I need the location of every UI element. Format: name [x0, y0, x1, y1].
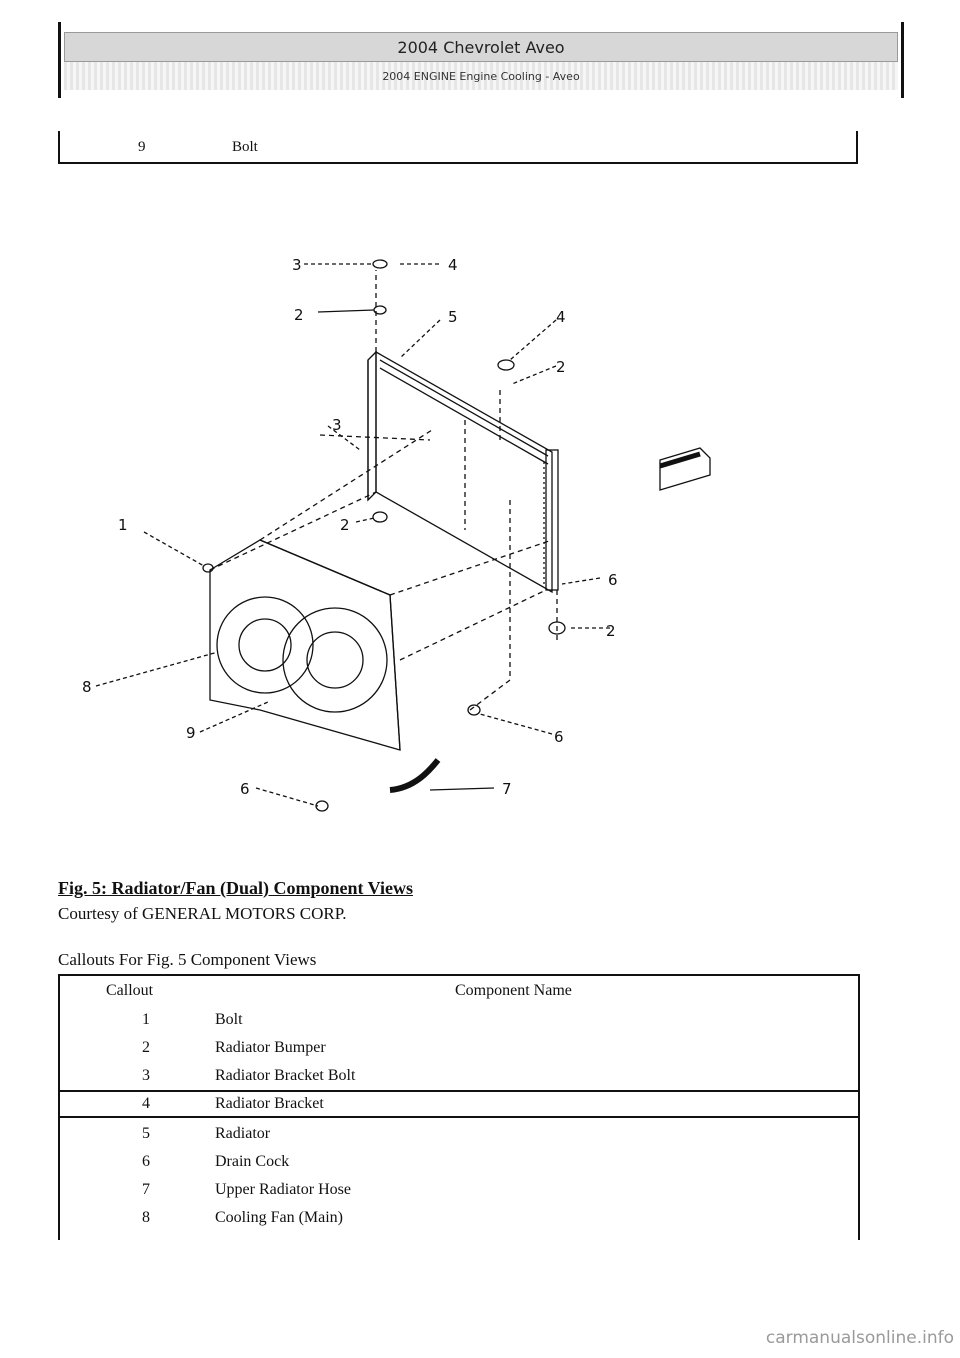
label-9: 9 — [186, 724, 196, 742]
row-callout: 1 — [142, 1011, 150, 1028]
assembly-lines — [209, 270, 558, 711]
row-name: Upper Radiator Hose — [215, 1181, 351, 1198]
row-name: Cooling Fan (Main) — [215, 1209, 343, 1226]
table-row: 7 Upper Radiator Hose — [60, 1176, 858, 1204]
courtesy-line: Courtesy of GENERAL MOTORS CORP. — [58, 904, 347, 923]
row-callout: 4 — [142, 1095, 150, 1112]
row-callout: 8 — [142, 1209, 150, 1226]
row-callout: 7 — [142, 1181, 150, 1198]
row-callout: 6 — [142, 1153, 150, 1170]
fragment-callout: 9 — [138, 139, 146, 155]
document-subtitle: 2004 ENGINE Engine Cooling - Aveo — [64, 62, 898, 90]
hardware-drawing — [202, 259, 711, 812]
label-3b: 3 — [332, 416, 342, 434]
document-title: 2004 Chevrolet Aveo — [64, 32, 898, 62]
callout-table: Callout Component Name 1 Bolt 2 Radiator… — [58, 974, 860, 1240]
callout-labels: 1 2 2 2 2 3 3 4 4 5 6 6 6 7 8 9 — [82, 256, 618, 798]
table-header: Callout Component Name — [60, 982, 858, 1004]
page-header: 2004 Chevrolet Aveo 2004 ENGINE Engine C… — [58, 22, 904, 98]
label-7: 7 — [502, 780, 512, 798]
label-6c: 6 — [240, 780, 250, 798]
row-callout: 3 — [142, 1067, 150, 1084]
previous-table-fragment: 9 Bolt — [58, 131, 858, 164]
header-component-name: Component Name — [455, 982, 572, 999]
callout-table-title: Callouts For Fig. 5 Component Views — [58, 950, 317, 969]
label-4a: 4 — [448, 256, 458, 274]
site-watermark: carmanualsonline.info — [765, 1328, 954, 1348]
label-1: 1 — [118, 516, 128, 534]
exploded-view-diagram: 1 2 2 2 2 3 3 4 4 5 6 6 6 7 8 9 — [82, 256, 711, 812]
table-row: 1 Bolt — [60, 1006, 858, 1034]
row-name: Radiator Bracket Bolt — [215, 1067, 356, 1084]
row-name: Drain Cock — [215, 1153, 290, 1170]
label-6b: 6 — [554, 728, 564, 746]
label-8: 8 — [82, 678, 92, 696]
row-name: Radiator Bumper — [215, 1039, 326, 1056]
header-left-rule — [58, 22, 61, 98]
fragment-name: Bolt — [232, 139, 258, 155]
header-right-rule — [901, 22, 904, 98]
component-figure: 1 2 2 2 2 3 3 4 4 5 6 6 6 7 8 9 — [60, 240, 740, 830]
table-row-highlighted: 4 Radiator Bracket — [60, 1090, 858, 1118]
row-name: Radiator Bracket — [215, 1095, 324, 1112]
label-2d: 2 — [606, 622, 616, 640]
header-callout: Callout — [106, 982, 154, 999]
table-row: 3 Radiator Bracket Bolt — [60, 1062, 858, 1090]
label-6a: 6 — [608, 571, 618, 589]
label-5: 5 — [448, 308, 458, 326]
label-4b: 4 — [556, 308, 566, 326]
table-row: 6 Drain Cock — [60, 1148, 858, 1176]
row-callout: 5 — [142, 1125, 150, 1142]
radiator-drawing — [367, 350, 559, 594]
label-2a: 2 — [340, 516, 350, 534]
row-callout: 2 — [142, 1039, 150, 1056]
label-3a: 3 — [292, 256, 302, 274]
leader-lines — [95, 263, 610, 807]
row-name: Radiator — [215, 1125, 271, 1142]
label-2c: 2 — [556, 358, 566, 376]
table-row: 8 Cooling Fan (Main) — [60, 1204, 858, 1232]
figure-caption: Fig. 5: Radiator/Fan (Dual) Component Vi… — [58, 878, 413, 898]
label-2b: 2 — [294, 306, 304, 324]
row-name: Bolt — [215, 1011, 243, 1028]
fan-shroud-drawing — [209, 539, 401, 751]
table-row: 2 Radiator Bumper — [60, 1034, 858, 1062]
table-row: 5 Radiator — [60, 1120, 858, 1148]
